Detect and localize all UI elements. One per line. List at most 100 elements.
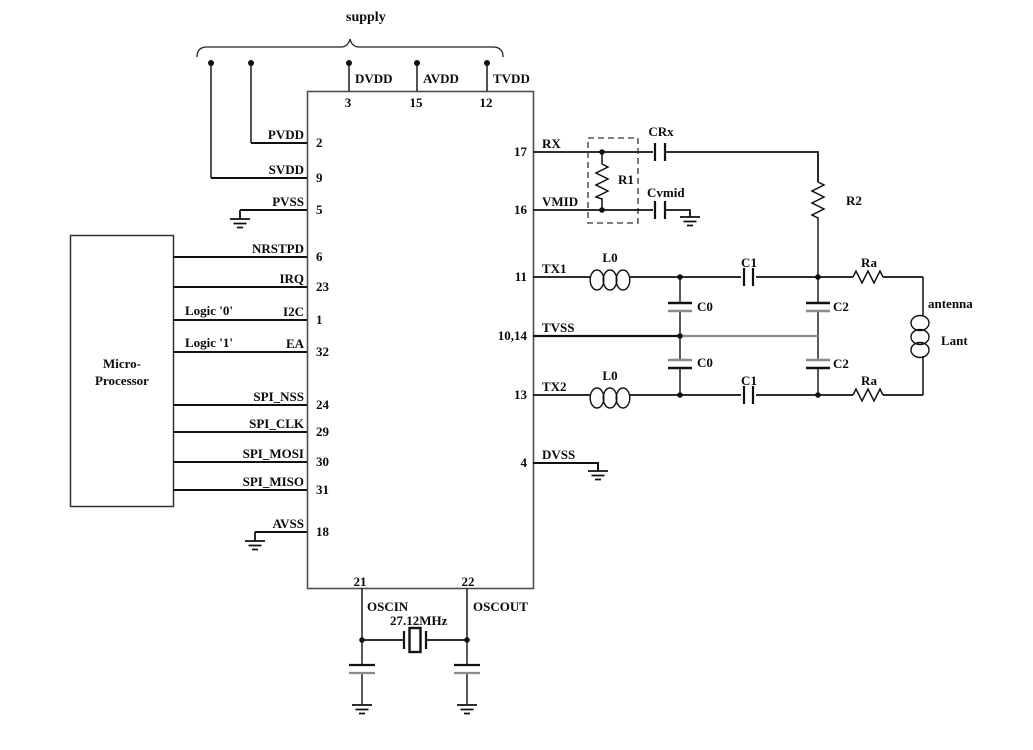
ra-top-resistor: [852, 269, 884, 285]
pin-label-avdd: AVDD: [423, 71, 459, 86]
lant-inductor: [910, 314, 930, 359]
pin-label-pvss: PVSS: [272, 194, 304, 209]
pin-number-tvss: 10,14: [497, 328, 527, 343]
pin-label-spi-clk: SPI_CLK: [249, 416, 304, 431]
microprocessor-box: [69, 234, 175, 508]
pin-label-nrstpd: NRSTPD: [251, 241, 304, 256]
note-logic-0: Logic '0': [185, 303, 234, 318]
supply-connection-dots: [208, 60, 490, 66]
pin-number-oscout: 22: [461, 574, 475, 589]
pin-label-spi-mosi: SPI_MOSI: [242, 446, 304, 461]
r1-dashed-box: [587, 137, 639, 224]
cvmid-capacitor: [653, 201, 667, 219]
c0-top-label: C0: [697, 299, 713, 314]
chip-body: [306, 90, 535, 590]
cvmid-ground-symbol: [680, 216, 700, 227]
l0-tx1-label: L0: [602, 250, 618, 265]
supply-brace: [196, 38, 504, 58]
pin-number-tvdd: 12: [479, 95, 493, 110]
c1-bottom-capacitor: [742, 386, 755, 404]
oscillator-drop-wires: [361, 588, 468, 640]
pin-number-nrstpd: 6: [316, 249, 323, 264]
pin-number-avss: 18: [316, 524, 329, 539]
r2-label: R2: [846, 193, 862, 208]
supply-label: supply: [346, 10, 386, 25]
crx-label: CRx: [648, 124, 674, 139]
antenna-label: antenna: [928, 296, 973, 311]
pin-label-rx: RX: [542, 136, 561, 151]
dvss-wire: [533, 462, 599, 471]
c2-bottom-label: C2: [833, 356, 849, 371]
ra-top-label: Ra: [861, 255, 877, 270]
ra-bottom-label: Ra: [861, 373, 877, 388]
pin-label-tvdd: TVDD: [493, 71, 530, 86]
pin-label-tvss: TVSS: [542, 320, 575, 335]
pin-number-pvss: 5: [316, 202, 323, 217]
pin-number-dvss: 4: [520, 455, 528, 470]
pin-number-oscin: 21: [353, 574, 367, 589]
pin-label-vmid: VMID: [542, 194, 579, 209]
lant-label: Lant: [941, 333, 968, 348]
pin-number-tx1: 11: [514, 269, 527, 284]
r2-resistor: [810, 181, 826, 220]
r1-label: R1: [618, 172, 634, 187]
c1-top-label: C1: [741, 255, 757, 270]
c0-bottom-label: C0: [697, 355, 713, 370]
pin-number-dvdd: 3: [344, 95, 352, 110]
l0-inductor-tx2: [589, 387, 631, 409]
pin-number-irq: 23: [316, 279, 329, 294]
pin-label-irq: IRQ: [279, 271, 304, 286]
avss-ground-symbol: [245, 532, 265, 551]
pin-number-spi-mosi: 30: [316, 454, 329, 469]
crystal-frequency-label: 27.12MHz: [390, 613, 448, 628]
pin-number-rx: 17: [514, 144, 527, 159]
note-logic-1: Logic '1': [185, 335, 234, 350]
pin-number-vmid: 16: [514, 202, 527, 217]
c2-top-label: C2: [833, 299, 849, 314]
pvss-ground-symbol: [230, 210, 250, 229]
pin-number-avdd: 15: [409, 95, 423, 110]
pin-number-i2c: 1: [316, 312, 323, 327]
rx-wire: [533, 151, 819, 182]
ra-bottom-resistor: [852, 387, 884, 403]
oscillator-cap-wires: [361, 640, 468, 705]
pin-label-dvdd: DVDD: [355, 71, 393, 86]
microprocessor-label-line1: Micro-: [102, 356, 142, 371]
oscillator-ground-symbols: [352, 704, 477, 715]
c1-bottom-label: C1: [741, 373, 757, 388]
crystal-plates: [402, 631, 428, 649]
c1-top-capacitor: [742, 268, 755, 286]
vmid-wire: [533, 209, 691, 217]
pin-number-spi-clk: 29: [316, 424, 329, 439]
pin-label-avss: AVSS: [272, 516, 304, 531]
pin-label-oscin: OSCIN: [367, 599, 409, 614]
pin-number-spi-nss: 24: [316, 397, 329, 412]
left-pin-wires: [173, 142, 307, 533]
crystal-body: [408, 626, 422, 654]
pin-label-i2c: I2C: [283, 304, 304, 319]
r1-resistor: [594, 163, 610, 200]
pin-number-ea: 32: [316, 344, 329, 359]
dvss-ground-symbol: [588, 470, 608, 481]
l0-inductor-tx1: [589, 269, 631, 291]
pin-number-svdd: 9: [316, 170, 323, 185]
pin-label-spi-miso: SPI_MISO: [242, 474, 304, 489]
pin-label-tx2: TX2: [542, 379, 567, 394]
junction-dots: [359, 274, 821, 643]
supply-drop-wires: [210, 63, 488, 178]
pin-label-spi-nss: SPI_NSS: [253, 389, 304, 404]
cvmid-label: Cvmid: [647, 185, 685, 200]
l0-tx2-label: L0: [602, 368, 618, 383]
pin-number-pvdd: 2: [316, 135, 323, 150]
pin-number-spi-miso: 31: [316, 482, 329, 497]
pin-number-tx2: 13: [514, 387, 527, 402]
pin-label-pvdd: PVDD: [267, 127, 304, 142]
pin-label-dvss: DVSS: [542, 447, 576, 462]
microprocessor-label-line2: Processor: [95, 373, 149, 388]
pin-label-ea: EA: [285, 336, 304, 351]
crx-capacitor: [653, 143, 667, 161]
junction-dot: [599, 149, 605, 155]
pin-label-oscout: OSCOUT: [473, 599, 528, 614]
